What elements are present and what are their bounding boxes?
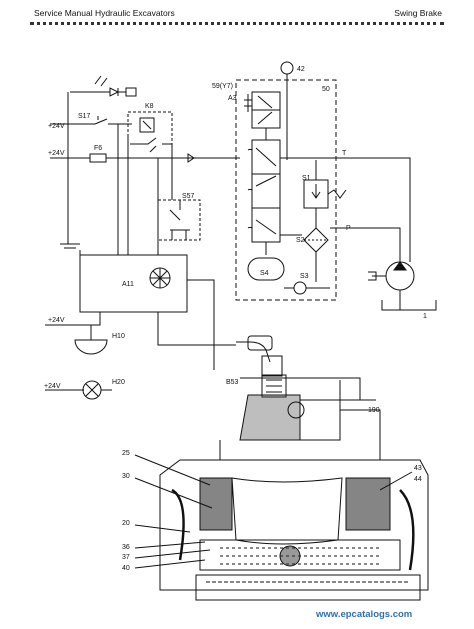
check-valve-s3: [284, 281, 330, 295]
watermark: www.epcatalogs.com: [316, 609, 413, 620]
label-s2: S2: [296, 237, 305, 244]
sensor-connector: [236, 335, 283, 377]
label-37: 37: [122, 554, 130, 561]
label-s17: S17: [78, 113, 91, 120]
header-rule: [30, 22, 444, 25]
label-v24b: +24V: [48, 150, 65, 157]
gauge-42: [280, 61, 294, 75]
label-a3: A3: [228, 95, 237, 102]
label-43: 43: [414, 465, 422, 472]
solenoid-valve-59: [244, 91, 281, 129]
label-1: 1: [423, 313, 427, 320]
label-h10: H10: [112, 333, 125, 340]
indicator-led: [70, 75, 137, 97]
label-h20: H20: [112, 379, 125, 386]
a11-controller: [79, 254, 188, 313]
label-v24d: +24V: [44, 383, 61, 390]
relief-valve-s1: [303, 179, 347, 209]
label-40: 40: [122, 565, 130, 572]
valve-stack: [247, 128, 281, 255]
pump: [368, 261, 437, 311]
brake-assembly: [159, 374, 429, 601]
label-s57: S57: [182, 193, 195, 200]
label-k8: K8: [145, 103, 154, 110]
s57-switch: [157, 199, 201, 241]
label-p: P: [346, 225, 351, 232]
label-v24c: +24V: [48, 317, 65, 324]
label-30: 30: [122, 473, 130, 480]
label-42: 42: [297, 66, 305, 73]
label-t: T: [342, 150, 347, 157]
label-a11: A11: [122, 281, 134, 288]
label-f6: F6: [94, 145, 102, 152]
label-v24a: +24V: [48, 123, 65, 130]
label-s1: S1: [302, 175, 311, 182]
label-36: 36: [122, 544, 130, 551]
h10-lamp: [45, 312, 108, 355]
label-s4: S4: [260, 270, 269, 277]
f6-fuse: [50, 153, 240, 163]
header-title: Service Manual Hydraulic Excavators: [34, 8, 175, 18]
header-section: Swing Brake: [394, 8, 442, 18]
label-s3: S3: [300, 273, 309, 280]
label-25: 25: [122, 450, 130, 457]
label-190: 190: [368, 407, 380, 414]
filter-s2: [303, 227, 329, 253]
label-59: 59(Y7): [212, 83, 233, 90]
accumulator-s4: [247, 257, 285, 281]
label-50: 50: [322, 86, 330, 93]
valve-block-outline: [235, 79, 337, 301]
h20-lamp: [45, 380, 112, 400]
label-20: 20: [122, 520, 130, 527]
label-b53: B53: [226, 379, 239, 386]
label-44: 44: [414, 476, 422, 483]
k8-relay: [127, 111, 173, 159]
